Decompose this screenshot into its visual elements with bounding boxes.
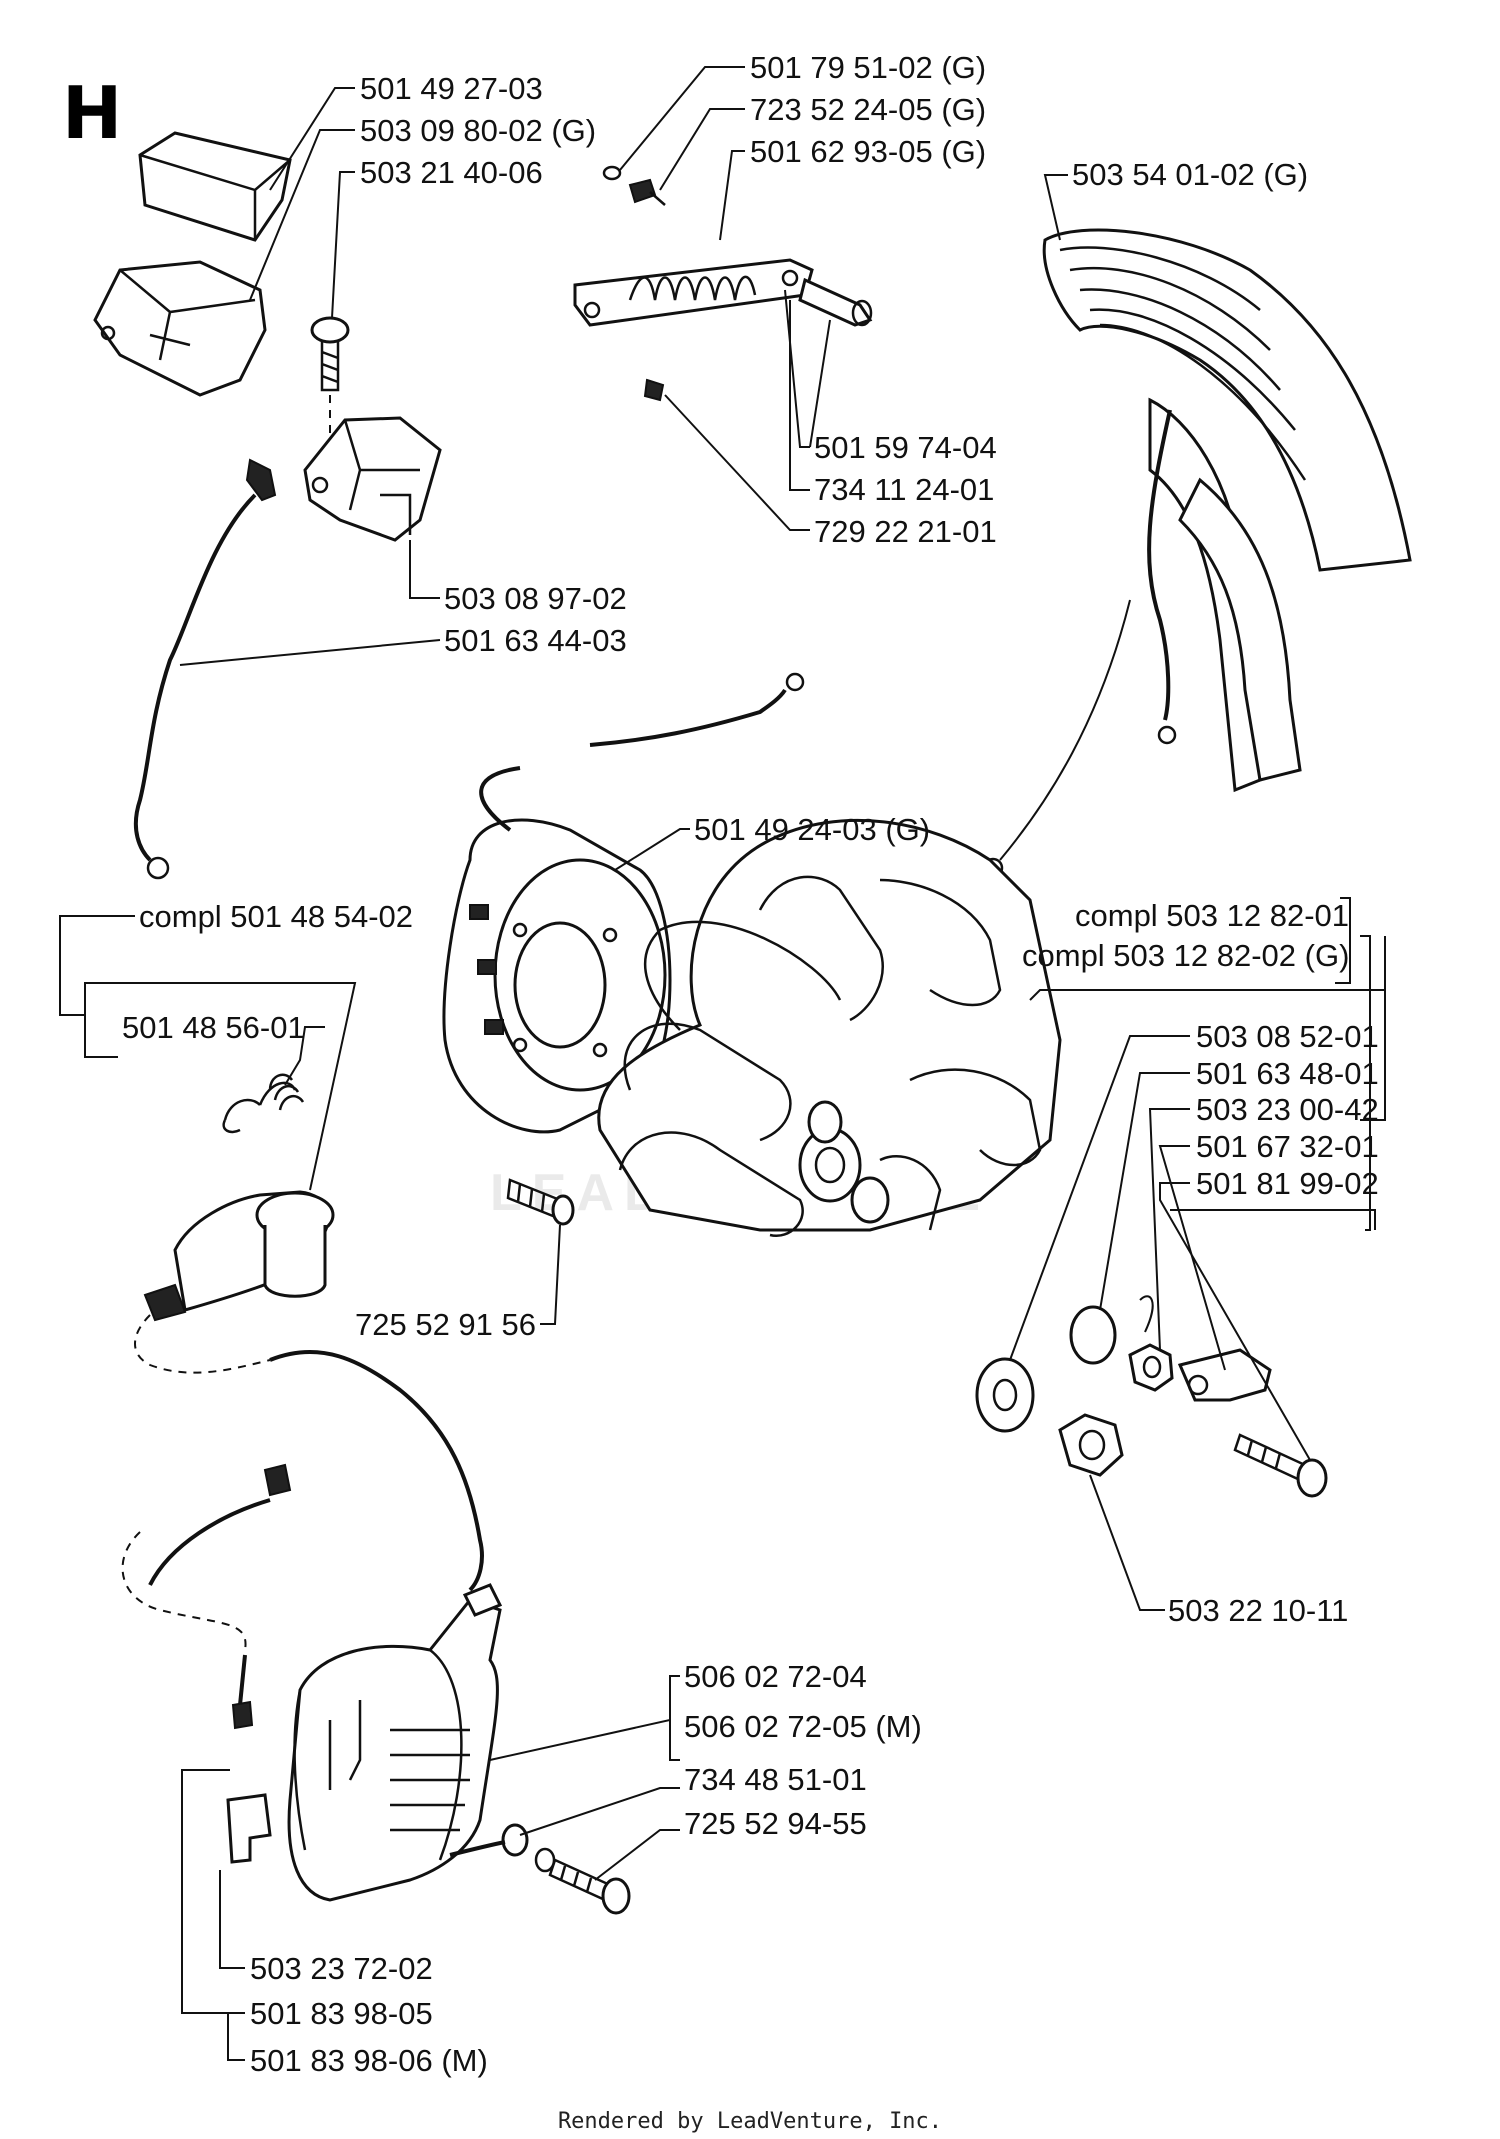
label-501-59-74-04: 501 59 74-04 <box>814 430 997 465</box>
section-letter: H <box>62 71 122 155</box>
label-503-09-80-02: 503 09 80-02 (G) <box>360 113 596 148</box>
screw-501-79-51-02 <box>602 165 622 181</box>
contact-spring-part <box>138 131 292 242</box>
pawl-spring <box>1139 1295 1154 1333</box>
label-723-52-24-05: 723 52 24-05 (G) <box>750 92 986 127</box>
nut-503-22-10-11 <box>1058 1413 1124 1477</box>
label-501-79-51-02: 501 79 51-02 (G) <box>750 50 986 85</box>
cover-wire <box>1147 409 1172 721</box>
label-501-63-44-03: 501 63 44-03 <box>444 623 627 658</box>
part-number-labels: 501 49 27-03 503 09 80-02 (G) 503 21 40-… <box>122 50 1379 2078</box>
washer-503-08-52-01 <box>975 1357 1035 1433</box>
switch-housing-part <box>93 260 267 397</box>
label-501-67-32-01: 501 67 32-01 <box>1196 1129 1379 1164</box>
spark-plug-cap <box>143 1190 335 1322</box>
label-501-83-98-05: 501 83 98-05 <box>250 1996 433 2031</box>
label-729-22-21-01: 729 22 21-01 <box>814 514 997 549</box>
middle-cable <box>589 688 787 747</box>
screw-725-52-91-56 <box>506 1178 575 1226</box>
middle-cable-terminal <box>785 672 805 692</box>
pawl-501-67-32-01 <box>1177 1348 1272 1402</box>
module-wire <box>148 1498 271 1586</box>
label-725-52-94-55: 725 52 94-55 <box>684 1806 867 1841</box>
screw-503-21-40-06 <box>310 316 350 392</box>
washer-501-63-48-01 <box>1069 1305 1117 1365</box>
label-503-08-97-02: 503 08 97-02 <box>444 581 627 616</box>
label-506-02-72-04: 506 02 72-04 <box>684 1659 867 1694</box>
ignition-lead-dashed <box>134 1314 271 1374</box>
module-wire-dashed <box>121 1531 247 1651</box>
footer-credit: Rendered by LeadVenture, Inc. <box>558 2109 942 2134</box>
label-506-02-72-05: 506 02 72-05 (M) <box>684 1709 922 1744</box>
label-501-81-99-02: 501 81 99-02 <box>1196 1166 1379 1201</box>
label-503-23-00-42: 503 23 00-42 <box>1196 1092 1379 1127</box>
ignition-module-506-02-72 <box>287 1583 503 1902</box>
label-501-83-98-06: 501 83 98-06 (M) <box>250 2043 488 2078</box>
cover-503-54-01-02 <box>1042 228 1412 793</box>
label-734-48-51-01: 734 48 51-01 <box>684 1762 867 1797</box>
screw-723-52-24-05 <box>628 178 666 206</box>
spring-501-48-56-01 <box>222 1073 305 1134</box>
label-compl-503-12-82-01: compl 503 12 82-01 <box>1075 898 1349 933</box>
flywheel-503-12-82 <box>597 818 1062 1238</box>
label-501-49-27-03: 501 49 27-03 <box>360 71 543 106</box>
label-503-22-10-11: 503 22 10-11 <box>1168 1593 1348 1628</box>
screw-729-22-21-01 <box>643 378 665 402</box>
connector-wire <box>238 1654 247 1706</box>
label-725-52-91-56: 725 52 91 56 <box>355 1307 536 1342</box>
label-501-62-93-05: 501 62 93-05 (G) <box>750 134 986 169</box>
screw-725-52-94-55 <box>534 1847 631 1915</box>
label-503-54-01-02: 503 54 01-02 (G) <box>1072 157 1308 192</box>
label-503-21-40-06: 503 21 40-06 <box>360 155 543 190</box>
label-734-11-24-01: 734 11 24-01 <box>814 472 994 507</box>
leader-lines <box>59 66 1386 2061</box>
cover-wire-terminal <box>1157 725 1177 745</box>
cable-501-63-44-03 <box>133 458 277 880</box>
short-circuit-switch-part <box>303 416 442 542</box>
washer-734-48-51-01 <box>449 1823 529 1857</box>
ignition-lead <box>269 1350 484 1592</box>
label-503-23-72-02: 503 23 72-02 <box>250 1951 433 1986</box>
pin-501-59-74-04 <box>798 277 873 327</box>
label-501-63-48-01: 501 63 48-01 <box>1196 1056 1379 1091</box>
label-501-49-24-03: 501 49 24-03 (G) <box>694 812 930 847</box>
nut-503-23-00-42 <box>1128 1343 1174 1392</box>
label-503-08-52-01: 503 08 52-01 <box>1196 1019 1379 1054</box>
connector-terminal <box>231 1700 254 1730</box>
heat-shield-plate <box>573 258 814 327</box>
screw-501-81-99-02 <box>1233 1433 1328 1498</box>
terminal-503-23-72-02 <box>226 1793 272 1864</box>
label-compl-501-48-54-02: compl 501 48 54-02 <box>139 899 413 934</box>
module-wire-connector <box>263 1463 292 1497</box>
label-compl-503-12-82-02: compl 503 12 82-02 (G) <box>1022 938 1349 973</box>
stator-501-49-24-03 <box>442 766 672 1134</box>
label-501-48-56-01: 501 48 56-01 <box>122 1010 305 1045</box>
ground-wire <box>999 599 1131 861</box>
